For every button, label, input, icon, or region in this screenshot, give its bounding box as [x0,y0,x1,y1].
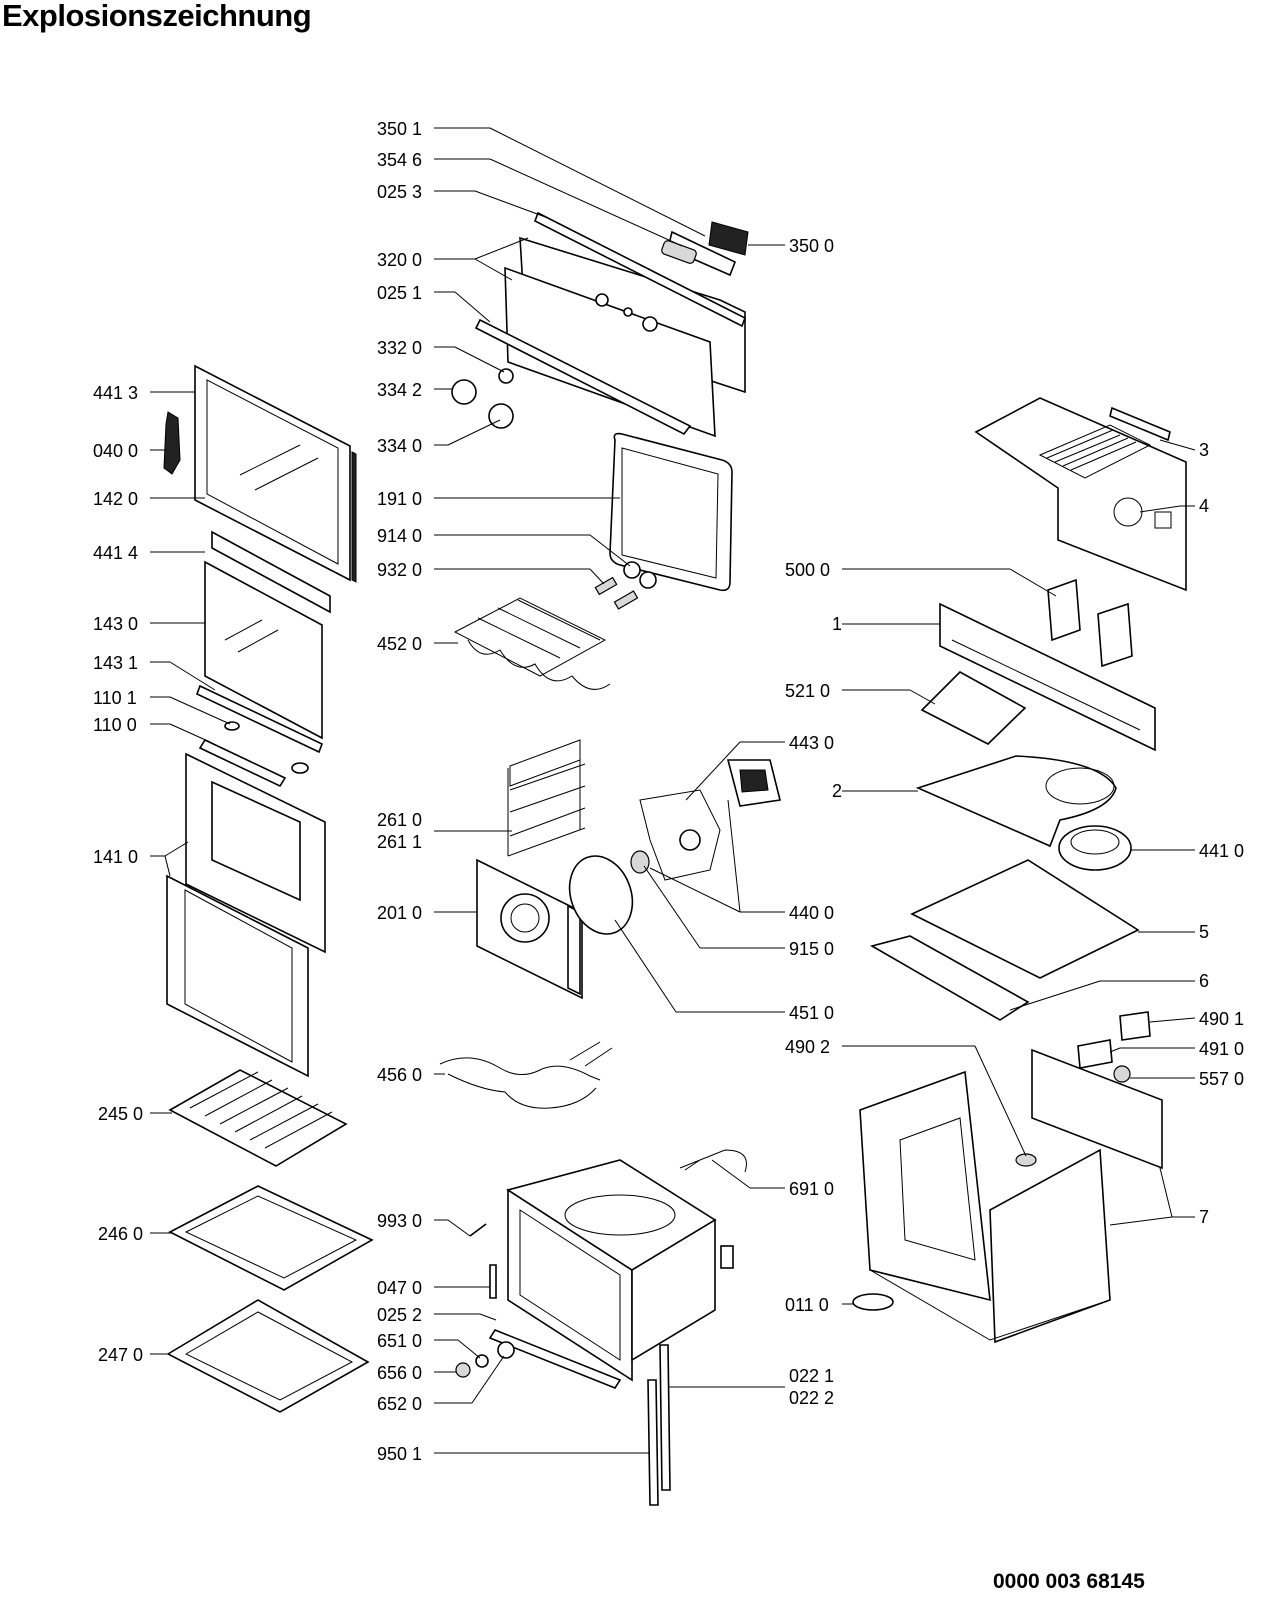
part-label: 914 0 [377,526,422,546]
part-label: 456 0 [377,1065,422,1085]
part-label: 261 1 [377,832,422,852]
part-label: 143 1 [93,653,138,673]
part-label: 652 0 [377,1394,422,1414]
part-label: 932 0 [377,560,422,580]
part-label: 334 0 [377,436,422,456]
part-label: 3 [1199,440,1209,460]
part-label: 201 0 [377,903,422,923]
part-label: 4 [1199,496,1209,516]
part-label: 011 0 [785,1295,829,1315]
part-label: 320 0 [377,250,422,270]
page-title: Explosionszeichnung [2,0,312,33]
part-label: 521 0 [785,681,830,701]
part-label: 025 3 [377,182,422,202]
housing-assembly [852,397,1187,1344]
part-label: 143 0 [93,614,138,634]
part-label: 440 0 [789,903,834,923]
part-label: 491 0 [1199,1039,1244,1059]
part-label: 354 6 [377,150,422,170]
part-label: 915 0 [789,939,834,959]
part-label: 350 0 [789,236,834,256]
part-label: 141 0 [93,847,138,867]
part-label: 557 0 [1199,1069,1244,1089]
part-label: 451 0 [789,1003,834,1023]
part-label: 691 0 [789,1179,834,1199]
part-label: 040 0 [93,441,138,461]
part-label: 651 0 [377,1331,422,1351]
part-label: 993 0 [377,1211,422,1231]
seal-and-heaters [439,432,733,1109]
part-label: 191 0 [377,489,422,509]
part-label: 2 [832,781,842,801]
part-label: 025 1 [377,283,422,303]
part-label: 022 2 [789,1388,834,1408]
part-label: 443 0 [789,733,834,753]
part-label: 332 0 [377,338,422,358]
leader-lines [150,127,1196,1454]
part-label: 950 1 [377,1444,422,1464]
part-label: 6 [1199,971,1209,991]
part-label: 261 0 [377,810,422,830]
part-label: 245 0 [98,1104,143,1124]
door-assembly [163,364,357,1078]
part-label: 441 3 [93,383,138,403]
part-label: 7 [1199,1207,1209,1227]
part-label: 022 1 [789,1366,834,1386]
part-label: 490 1 [1199,1009,1244,1029]
part-label: 142 0 [93,489,138,509]
part-label: 441 0 [1199,841,1244,861]
part-label: 441 4 [93,543,138,563]
part-label: 047 0 [377,1278,422,1298]
part-label: 656 0 [377,1363,422,1383]
part-label: 110 0 [93,715,137,735]
part-labels: 350 1 354 6 025 3 350 0 320 0 025 1 332 … [93,119,1244,1464]
part-label: 350 1 [377,119,422,139]
part-label: 452 0 [377,634,422,654]
oven-cavity [455,1149,747,1506]
part-label: 334 2 [377,380,422,400]
part-label: 247 0 [98,1345,143,1365]
part-label: 025 2 [377,1305,422,1325]
document-number: 0000 003 68145 [993,1570,1145,1593]
part-label: 490 2 [785,1037,830,1057]
part-label: 1 [832,614,842,634]
control-panel-assembly [451,211,749,438]
fan-assembly [476,739,781,1000]
part-label: 246 0 [98,1224,143,1244]
part-label: 5 [1199,922,1209,942]
racks-and-trays [166,1069,374,1413]
part-drawings [163,211,1187,1506]
part-label: 110 1 [93,688,137,708]
part-label: 500 0 [785,560,830,580]
